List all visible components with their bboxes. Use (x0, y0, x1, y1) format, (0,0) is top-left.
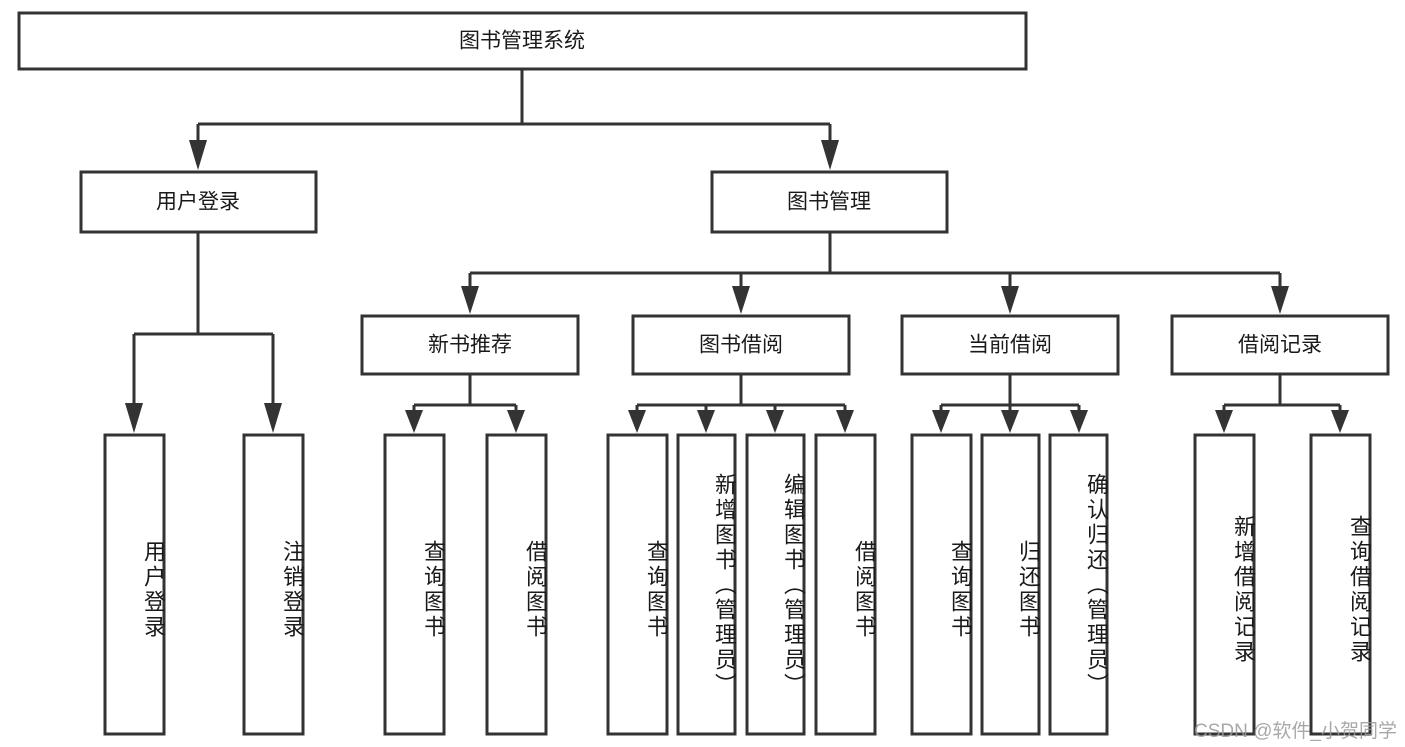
node-new-book-recommend[interactable] (360, 314, 580, 376)
connector-group-book-mgmt (461, 232, 1289, 314)
arrow-book-mgmt-child-3 (1271, 286, 1289, 314)
arrow-user-login-child-1 (264, 403, 282, 433)
leaf-box-new-book-0[interactable] (383, 433, 446, 736)
leaf-box-book-borrow-1[interactable] (676, 433, 737, 736)
arrow-current-borrow-child-2 (1070, 410, 1088, 433)
leaf-box-book-borrow-2[interactable] (745, 433, 806, 736)
connector-group-root (189, 69, 839, 170)
arrow-book-borrow-child-2 (766, 410, 784, 433)
arrow-root-to-book-mgmt (821, 140, 839, 170)
connector-group-book-borrow (628, 374, 854, 433)
leaf-box-current-borrow-2[interactable] (1048, 433, 1109, 736)
arrow-book-mgmt-child-1 (732, 286, 750, 314)
arrow-user-login-child-0 (125, 403, 143, 433)
arrow-borrow-record-child-1 (1331, 410, 1349, 433)
watermark-text: CSDN @软件_小贺同学 (1194, 721, 1397, 742)
arrow-new-book-child-1 (507, 410, 525, 433)
node-book-management[interactable] (710, 170, 949, 234)
arrow-book-borrow-child-1 (697, 410, 715, 433)
node-root-book-management-system[interactable] (17, 11, 1028, 71)
node-borrow-record-label: 借阅记录 (1238, 334, 1322, 357)
connector-group-borrow-record (1215, 374, 1349, 433)
node-new-book-recommend-label: 新书推荐 (428, 334, 512, 357)
arrow-borrow-record-child-0 (1215, 410, 1233, 433)
connector-group-current-borrow (932, 374, 1088, 433)
node-current-borrow[interactable] (900, 314, 1120, 376)
arrow-current-borrow-child-0 (932, 410, 950, 433)
leaf-box-user-login-1[interactable] (242, 433, 305, 736)
node-current-borrow-label: 当前借阅 (968, 334, 1052, 357)
leaf-box-book-borrow-3[interactable] (814, 433, 877, 736)
leaf-box-book-borrow-0[interactable] (606, 433, 669, 736)
node-book-management-label: 图书管理 (787, 191, 871, 214)
connector-group-new-book (405, 374, 525, 433)
node-book-borrow[interactable] (631, 314, 851, 376)
arrow-new-book-child-0 (405, 410, 423, 433)
arrow-book-mgmt-child-0 (461, 286, 479, 314)
arrow-current-borrow-child-1 (1001, 410, 1019, 433)
leaf-box-new-book-1[interactable] (485, 433, 548, 736)
leaf-box-current-borrow-0[interactable] (910, 433, 973, 736)
arrow-book-borrow-child-0 (628, 410, 646, 433)
node-root-label: 图书管理系统 (459, 30, 585, 53)
arrow-book-mgmt-child-2 (1001, 286, 1019, 314)
node-user-login[interactable] (79, 170, 318, 234)
leaf-box-current-borrow-1[interactable] (980, 433, 1041, 736)
arrow-root-to-user-login (189, 140, 207, 170)
leaf-box-borrow-record-1[interactable] (1309, 433, 1372, 736)
connector-group-user-login (125, 232, 282, 433)
node-user-login-label: 用户登录 (156, 191, 240, 214)
node-borrow-record[interactable] (1170, 314, 1390, 376)
node-book-borrow-label: 图书借阅 (699, 334, 783, 357)
arrow-book-borrow-child-3 (836, 410, 854, 433)
leaf-box-borrow-record-0[interactable] (1193, 433, 1256, 736)
leaf-box-user-login-0[interactable] (103, 433, 166, 736)
